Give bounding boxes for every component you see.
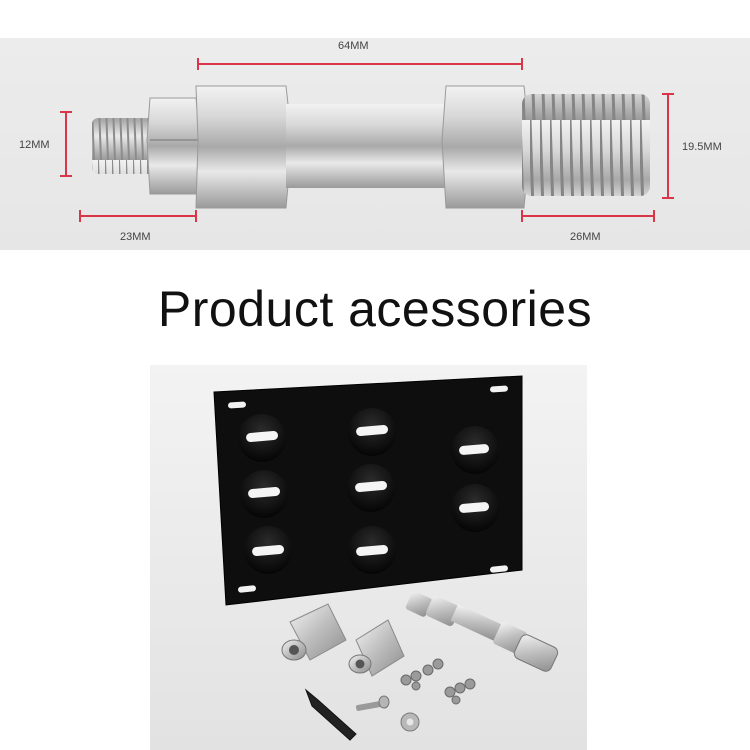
- small-thread: [92, 118, 154, 174]
- dim-label-overall-length: 64MM: [338, 40, 369, 52]
- dim-label-small-diameter: 12MM: [19, 139, 50, 151]
- dim-label-large-diameter: 19.5MM: [682, 141, 722, 153]
- hex-coupler-2: [348, 619, 405, 677]
- right-hex-body: [441, 85, 531, 209]
- dim-label-large-length: 26MM: [570, 231, 601, 243]
- section-heading: Product acessories: [157, 281, 593, 337]
- countersunk-screw: [355, 695, 390, 711]
- corner-slots: [228, 385, 508, 593]
- assembled-bolt: [405, 591, 559, 672]
- large-thread: [522, 94, 650, 196]
- flat-washer: [400, 712, 420, 732]
- left-hex-body: [195, 85, 293, 209]
- set-screws: [400, 658, 476, 705]
- shaft: [286, 104, 446, 188]
- hex-coupler-1: [281, 603, 347, 661]
- hex-key: [304, 688, 357, 741]
- plate-slots: [246, 424, 490, 557]
- dim-label-small-length: 23MM: [120, 231, 151, 243]
- bolt-diagram: [60, 58, 674, 222]
